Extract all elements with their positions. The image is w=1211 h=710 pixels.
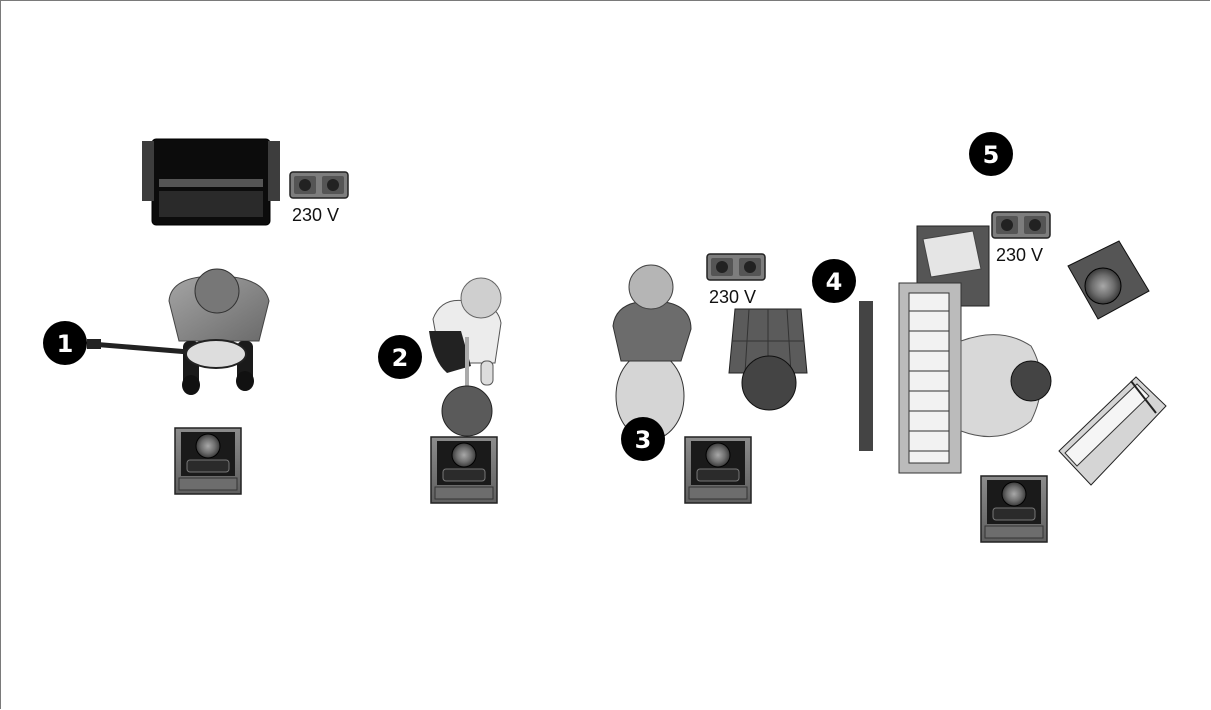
svg-text:5: 5 bbox=[983, 141, 1000, 169]
svg-text:4: 4 bbox=[826, 268, 843, 296]
svg-text:3: 3 bbox=[635, 426, 652, 454]
drum-pad bbox=[729, 309, 807, 410]
position-marker-2: 2 bbox=[378, 335, 422, 379]
guitar-amp bbox=[142, 139, 280, 225]
svg-text:1: 1 bbox=[57, 330, 74, 358]
side-speaker bbox=[1068, 241, 1149, 319]
keyboardist-figure bbox=[961, 335, 1051, 437]
svg-text:2: 2 bbox=[392, 344, 409, 372]
monitor-wedge-2 bbox=[431, 437, 497, 503]
monitor-wedge-3 bbox=[685, 437, 751, 503]
power-outlet-label-3: 230 V bbox=[709, 287, 756, 307]
power-outlet-5 bbox=[992, 212, 1050, 238]
guitarist-figure bbox=[169, 269, 269, 395]
keyboard-stand-angled bbox=[1059, 377, 1166, 485]
power-outlet-label-1: 230 V bbox=[292, 205, 339, 225]
position-marker-4: 4 bbox=[812, 259, 856, 303]
monitor-wedge-1 bbox=[175, 428, 241, 494]
drummer-figure bbox=[613, 265, 691, 440]
position-marker-3: 3 bbox=[621, 417, 665, 461]
position-marker-1: 1 bbox=[43, 321, 87, 365]
bass-guitar bbox=[87, 339, 246, 368]
position-marker-5: 5 bbox=[969, 132, 1013, 176]
power-outlet-1 bbox=[290, 172, 348, 198]
power-outlet-3 bbox=[707, 254, 765, 280]
power-outlet-label-5: 230 V bbox=[996, 245, 1043, 265]
piano-keys bbox=[909, 293, 949, 463]
keyboard-stand-main bbox=[859, 283, 961, 473]
monitor-wedge-4 bbox=[981, 476, 1047, 542]
